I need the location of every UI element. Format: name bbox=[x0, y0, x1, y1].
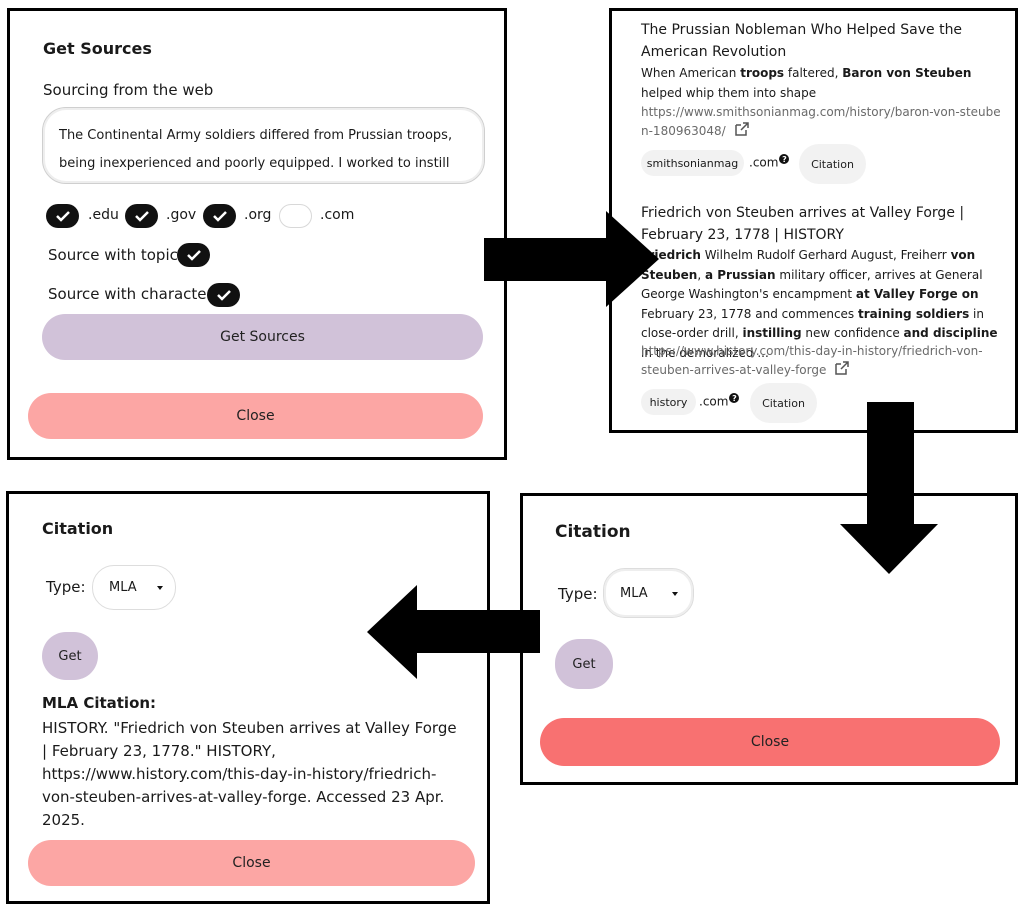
site-chip: smithsonianmag bbox=[641, 150, 744, 176]
tld-label: .com? bbox=[699, 393, 740, 409]
character-toggle[interactable] bbox=[207, 283, 240, 307]
citation-type-value: MLA bbox=[109, 580, 137, 595]
result-title[interactable]: The Prussian Nobleman Who Helped Save th… bbox=[641, 22, 963, 60]
get-citation-button[interactable]: Get bbox=[555, 639, 613, 689]
type-label: Type: bbox=[558, 585, 598, 603]
arrow-left-icon bbox=[367, 585, 540, 679]
edu-checkbox[interactable] bbox=[46, 204, 79, 228]
tld-text: .com bbox=[699, 394, 729, 409]
tld-label: .com? bbox=[749, 154, 790, 170]
arrow-down-icon bbox=[840, 402, 938, 574]
citation-type-select[interactable]: MLA bbox=[603, 568, 694, 618]
citation-result-heading: MLA Citation: bbox=[42, 694, 157, 712]
check-icon bbox=[134, 211, 149, 222]
result-snippet: When American troops faltered, Baron von… bbox=[641, 66, 972, 100]
gov-label: .gov bbox=[166, 207, 197, 223]
citation-result-panel: Citation Type: MLA Get MLA Citation: HIS… bbox=[6, 491, 490, 904]
type-label: Type: bbox=[46, 578, 86, 596]
result-url[interactable]: https://www.history.com/this-day-in-hist… bbox=[641, 342, 986, 380]
citation-panel: Citation Type: MLA Get Close bbox=[520, 493, 1018, 785]
citation-title: Citation bbox=[42, 519, 114, 538]
close-button[interactable]: Close bbox=[28, 393, 483, 439]
result-url-text[interactable]: https://www.smithsonianmag.com/history/b… bbox=[641, 105, 1001, 138]
result-url[interactable]: https://www.smithsonianmag.com/history/b… bbox=[641, 103, 1003, 141]
result-url-text[interactable]: https://www.history.com/this-day-in-hist… bbox=[641, 344, 983, 377]
citation-title: Citation bbox=[555, 522, 631, 542]
question-icon[interactable]: ? bbox=[729, 393, 740, 403]
close-button[interactable]: Close bbox=[540, 718, 1000, 766]
external-link-icon[interactable] bbox=[734, 122, 750, 137]
result-snippet: Friedrich Wilhelm Rudolf Gerhard August,… bbox=[641, 248, 998, 360]
site-chip: history bbox=[641, 389, 696, 415]
get-sources-panel: Get Sources Sourcing from the web The Co… bbox=[7, 8, 507, 460]
edu-label: .edu bbox=[88, 207, 119, 223]
get-citation-button[interactable]: Get bbox=[42, 632, 98, 680]
check-icon bbox=[55, 211, 70, 222]
external-link-icon[interactable] bbox=[834, 361, 850, 376]
com-checkbox[interactable] bbox=[279, 204, 312, 228]
question-icon[interactable]: ? bbox=[779, 154, 790, 164]
character-label: Source with character bbox=[48, 285, 213, 303]
topic-toggle[interactable] bbox=[177, 243, 210, 267]
com-label: .com bbox=[320, 207, 355, 223]
sourcing-subtitle: Sourcing from the web bbox=[43, 81, 214, 99]
check-icon bbox=[216, 290, 231, 301]
check-icon bbox=[212, 211, 227, 222]
get-sources-title: Get Sources bbox=[43, 39, 152, 58]
gov-checkbox[interactable] bbox=[125, 204, 158, 228]
citation-button[interactable]: Citation bbox=[799, 144, 866, 184]
result-title[interactable]: Friedrich von Steuben arrives at Valley … bbox=[641, 205, 965, 243]
citation-type-value: MLA bbox=[620, 585, 648, 601]
tld-text: .com bbox=[749, 155, 779, 170]
citation-type-select[interactable]: MLA bbox=[92, 565, 176, 610]
org-checkbox[interactable] bbox=[203, 204, 236, 228]
results-panel: The Prussian Nobleman Who Helped Save th… bbox=[609, 8, 1018, 433]
citation-result-text: HISTORY. "Friedrich von Steuben arrives … bbox=[42, 719, 457, 829]
org-label: .org bbox=[244, 207, 272, 223]
get-sources-button[interactable]: Get Sources bbox=[42, 314, 483, 360]
close-button[interactable]: Close bbox=[28, 840, 475, 886]
arrow-right-icon bbox=[484, 211, 659, 307]
topic-label: Source with topic bbox=[48, 246, 178, 264]
citation-button[interactable]: Citation bbox=[750, 383, 817, 423]
check-icon bbox=[186, 250, 201, 261]
caret-down-icon bbox=[157, 586, 163, 590]
prompt-textarea[interactable]: The Continental Army soldiers differed f… bbox=[42, 107, 485, 184]
caret-down-icon bbox=[672, 592, 678, 596]
